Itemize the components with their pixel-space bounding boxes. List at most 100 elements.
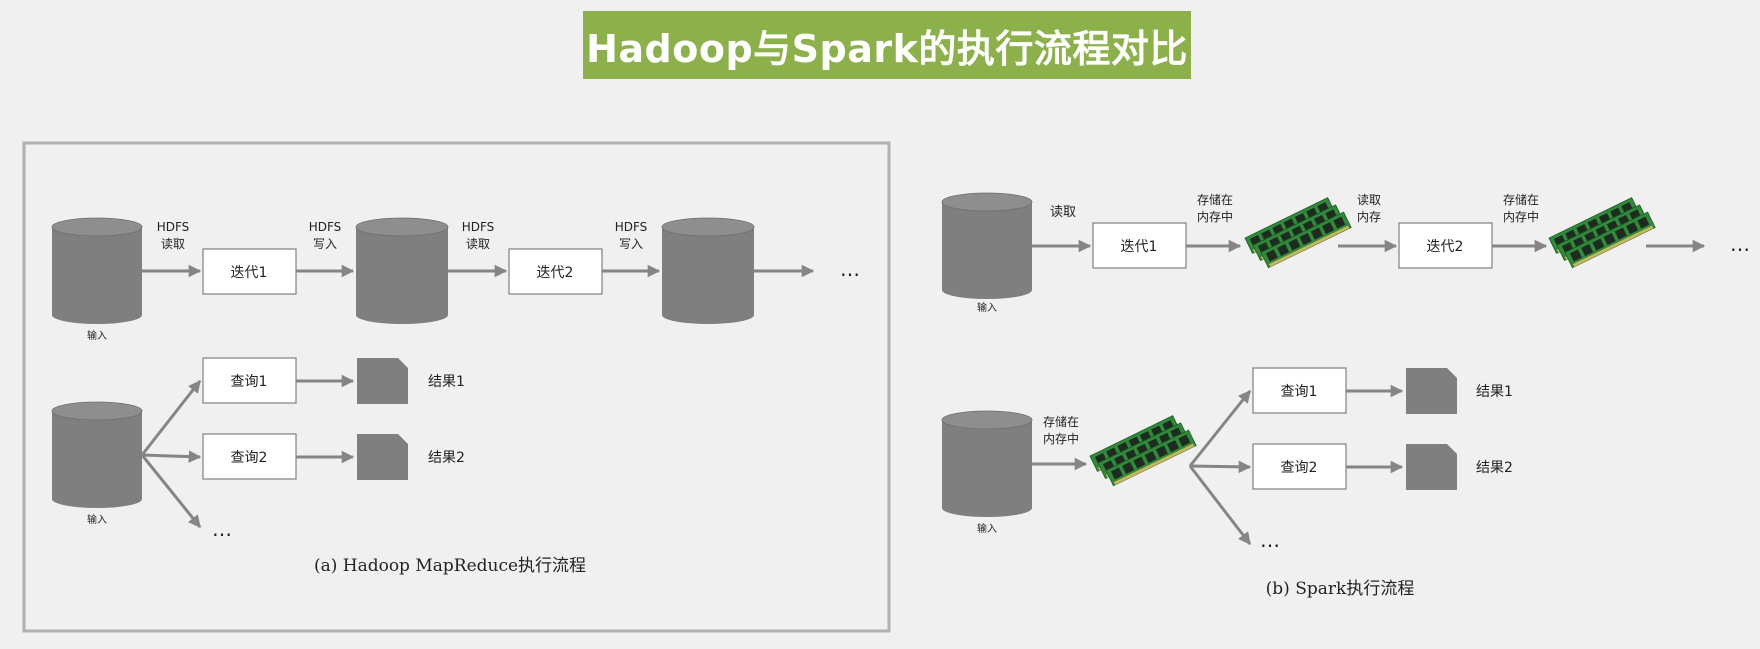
cylinder-top bbox=[941, 410, 1033, 430]
hadoop-edge4-l2: 写入 bbox=[619, 237, 643, 251]
spark-query-edge1-l1: 存储在 bbox=[1043, 414, 1079, 429]
cylinder-body bbox=[942, 420, 1032, 517]
spark-iteration2-label: 迭代2 bbox=[1427, 239, 1464, 255]
memory-chip bbox=[1626, 222, 1639, 235]
spark-query2-box bbox=[1252, 443, 1347, 490]
memory-chip bbox=[1133, 456, 1146, 469]
hadoop-arrow-to-more bbox=[140, 454, 202, 528]
hadoop-input-cylinder bbox=[51, 217, 143, 324]
spark-arrow-to-query2 bbox=[1189, 460, 1252, 474]
hadoop-iteration1-label: 迭代1 bbox=[231, 265, 268, 281]
spark-query-edge1-l2: 内存中 bbox=[1043, 431, 1079, 446]
cylinder-body bbox=[52, 411, 142, 508]
hadoop-caption: (a) Hadoop MapReduce执行流程 bbox=[314, 556, 586, 576]
spark-iteration1-box bbox=[1092, 222, 1187, 269]
spark-memory-module-1 bbox=[1244, 197, 1352, 269]
hadoop-query-ellipsis: … bbox=[212, 517, 232, 541]
spark-edge2-l2: 内存中 bbox=[1197, 209, 1233, 224]
spark-query-input-cylinder bbox=[941, 410, 1033, 517]
spark-edge4-l2: 内存中 bbox=[1503, 209, 1539, 224]
spark-query2-label: 查询2 bbox=[1281, 460, 1318, 476]
spark-arrow-to-query1 bbox=[1188, 390, 1252, 467]
memory-chip bbox=[1144, 451, 1157, 464]
spark-input-label: 输入 bbox=[977, 301, 997, 314]
spark-query1-box bbox=[1252, 367, 1347, 414]
memory-contacts bbox=[1268, 225, 1350, 267]
spark-edge4-l1: 存储在 bbox=[1503, 192, 1539, 207]
hadoop-result1-document bbox=[357, 358, 408, 404]
memory-chip bbox=[1322, 222, 1335, 235]
spark-edge2-l1: 存储在 bbox=[1197, 192, 1233, 207]
hadoop-iteration-ellipsis: … bbox=[840, 257, 860, 281]
title-banner: Hadoop与Spark的执行流程对比 bbox=[583, 11, 1191, 79]
cylinder-top bbox=[51, 401, 143, 421]
memory-chip bbox=[1603, 233, 1616, 246]
spark-result2-document bbox=[1406, 444, 1457, 490]
hadoop-arrow-to-query2 bbox=[141, 450, 202, 463]
memory-chip bbox=[1178, 434, 1191, 447]
cylinder-body bbox=[52, 227, 142, 324]
hadoop-result2-label: 结果2 bbox=[428, 450, 465, 466]
memory-chip bbox=[1581, 243, 1594, 257]
memory-chip bbox=[1299, 233, 1312, 246]
hadoop-panel bbox=[22, 141, 891, 633]
hadoop-query1-label: 查询1 bbox=[231, 374, 268, 390]
spark-caption: (b) Spark执行流程 bbox=[1266, 579, 1415, 599]
memory-chip bbox=[1277, 243, 1290, 257]
spark-query-ellipsis: … bbox=[1260, 528, 1280, 552]
hadoop-edge1-l2: 读取 bbox=[161, 237, 185, 251]
memory-chip bbox=[1637, 216, 1650, 229]
page-title: Hadoop与Spark的执行流程对比 bbox=[586, 26, 1188, 71]
hadoop-edge1-l1: HDFS bbox=[157, 220, 190, 234]
spark-query-input-label: 输入 bbox=[977, 522, 997, 535]
cylinder-body bbox=[662, 227, 754, 324]
hadoop-query-input-cylinder bbox=[51, 401, 143, 508]
memory-chip bbox=[1167, 440, 1180, 453]
cylinder-top bbox=[51, 217, 143, 237]
hadoop-iteration1-box bbox=[202, 248, 297, 295]
cylinder-body bbox=[356, 227, 448, 324]
hadoop-query-input-label: 输入 bbox=[87, 513, 107, 526]
spark-memory-module-3 bbox=[1089, 415, 1197, 487]
memory-chip bbox=[1614, 227, 1627, 240]
spark-iteration1-label: 迭代1 bbox=[1121, 239, 1158, 255]
hadoop-edge2-l1: HDFS bbox=[309, 220, 342, 234]
hadoop-edge2-l2: 写入 bbox=[313, 237, 337, 251]
memory-contacts bbox=[1113, 443, 1195, 485]
hadoop-hdfs-cylinder-1 bbox=[355, 217, 449, 324]
spark-input-cylinder bbox=[941, 192, 1033, 299]
spark-result2-label: 结果2 bbox=[1476, 460, 1513, 476]
memory-chip bbox=[1310, 227, 1323, 240]
spark-query1-label: 查询1 bbox=[1281, 384, 1318, 400]
hadoop-result2-document bbox=[357, 434, 408, 480]
hadoop-hdfs-cylinder-2 bbox=[661, 217, 755, 324]
hadoop-query2-label: 查询2 bbox=[231, 450, 268, 466]
spark-edge1-label: 读取 bbox=[1050, 205, 1076, 220]
spark-edge3-l1: 读取 bbox=[1357, 193, 1381, 207]
memory-chip bbox=[1110, 467, 1123, 480]
hadoop-result1-label: 结果1 bbox=[428, 374, 465, 390]
spark-result1-label: 结果1 bbox=[1476, 384, 1513, 400]
memory-chip bbox=[1122, 461, 1135, 475]
memory-contacts bbox=[1572, 225, 1654, 267]
spark-arrow-to-more bbox=[1188, 465, 1252, 545]
memory-chip bbox=[1333, 216, 1346, 229]
cylinder-top bbox=[941, 192, 1033, 212]
cylinder-top bbox=[355, 217, 449, 237]
hadoop-arrow-to-query1 bbox=[140, 380, 202, 456]
hadoop-edge4-l1: HDFS bbox=[615, 220, 648, 234]
cylinder-body bbox=[942, 202, 1032, 299]
spark-memory-module-2 bbox=[1548, 197, 1656, 269]
memory-chip bbox=[1265, 249, 1278, 262]
spark-edge3-l2: 内存 bbox=[1357, 210, 1381, 224]
memory-chip bbox=[1592, 238, 1605, 251]
memory-chip bbox=[1155, 445, 1168, 458]
hadoop-edge3-l2: 读取 bbox=[466, 237, 490, 251]
hadoop-iteration2-label: 迭代2 bbox=[537, 265, 574, 281]
spark-iteration-ellipsis: … bbox=[1730, 232, 1750, 256]
memory-chip bbox=[1288, 238, 1301, 251]
hadoop-input-label: 输入 bbox=[87, 329, 107, 342]
memory-chip bbox=[1569, 249, 1582, 262]
cylinder-top bbox=[661, 217, 755, 237]
